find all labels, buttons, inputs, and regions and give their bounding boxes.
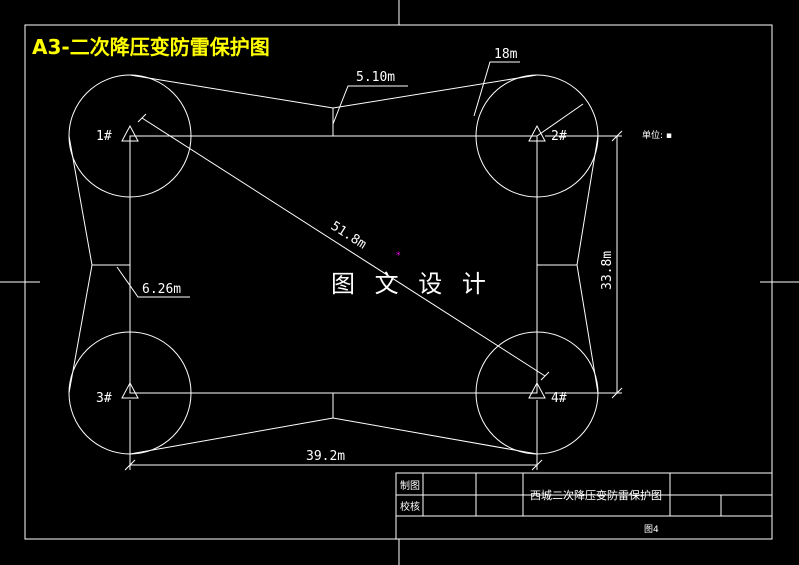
dimension-label: 18m [494, 47, 518, 62]
unit-label: 单位: ▪ [642, 129, 672, 141]
rod-label: 3# [96, 391, 112, 406]
dimension-33-8: 33.8m [545, 130, 623, 399]
made-by-label: 制图 [400, 479, 420, 492]
checked-by-label: 校核 [400, 500, 420, 513]
dimension-label: 5.10m [356, 70, 395, 85]
dimension-39-2: 39.2m [124, 400, 543, 471]
rod-triangle-icon [121, 124, 139, 142]
protected-area [129, 135, 538, 394]
dimension-label: 51.8m [328, 219, 369, 253]
dimension-6-26: 6.26m [116, 266, 190, 298]
dimension-label: 6.26m [142, 282, 181, 297]
rod-triangle-icon [121, 381, 139, 399]
sheet-number: 图4 [644, 524, 659, 535]
rod-3: 3# [96, 381, 139, 406]
watermark-text: 图 文 设 计 [331, 270, 492, 298]
rod-1: 1# [96, 124, 139, 144]
rod-label: 4# [551, 391, 567, 406]
title-block: 制图 校核 西城二次降压变防雷保护图 图4 [395, 472, 773, 540]
dimension-label: 39.2m [306, 449, 345, 464]
center-mark: * [396, 251, 401, 261]
protection-envelope [68, 74, 599, 455]
rod-label: 1# [96, 129, 112, 144]
rod-4: 4# [528, 381, 567, 406]
dimension-5-10: 5.10m [332, 70, 408, 125]
rod-triangle-icon [528, 381, 546, 399]
dimension-18: 18m [473, 47, 584, 137]
dimension-label: 33.8m [600, 251, 615, 290]
drawing-name: 西城二次降压变防雷保护图 [530, 488, 662, 502]
dimension-51-8: 51.8m [137, 113, 550, 381]
drawing-title: A3-二次降压变防雷保护图 [32, 35, 270, 59]
